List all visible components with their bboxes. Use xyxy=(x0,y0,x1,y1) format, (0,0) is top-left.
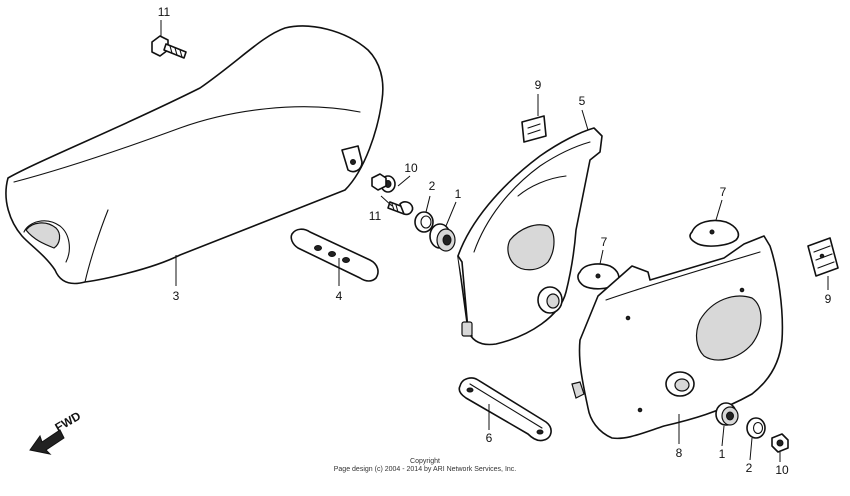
callout-1-left: 1 xyxy=(455,187,462,201)
callout-11-mid: 11 xyxy=(369,209,382,223)
callout-6: 6 xyxy=(486,431,493,445)
callout-2-right: 2 xyxy=(746,461,753,475)
copyright-line: Copyright xyxy=(410,458,440,465)
callout-9-top: 9 xyxy=(535,78,542,92)
part-10-bolt-right[interactable] xyxy=(771,433,789,453)
part-7-pad-right[interactable] xyxy=(689,219,740,247)
part-8-side-cover[interactable] xyxy=(571,235,784,440)
callout-3: 3 xyxy=(173,289,180,303)
callout-labels: 11 3 4 10 11 2 1 9 5 7 7 9 6 8 1 2 10 xyxy=(158,5,832,477)
callout-10-right: 10 xyxy=(775,463,789,477)
fwd-label: FWD xyxy=(53,409,84,435)
part-9-clip-top[interactable] xyxy=(521,115,547,143)
leader-lines xyxy=(160,20,829,462)
part-2-washer-right[interactable] xyxy=(746,417,766,439)
part-4-seat-bracket[interactable] xyxy=(290,228,379,282)
fwd-arrow: FWD xyxy=(29,409,84,455)
part-11-screw-mid[interactable] xyxy=(371,173,414,216)
callout-1-right: 1 xyxy=(719,447,726,461)
callout-8: 8 xyxy=(676,446,683,460)
part-6-strap[interactable] xyxy=(458,377,552,442)
part-1-grommet-left[interactable] xyxy=(429,223,456,252)
part-11-bolt-top[interactable] xyxy=(151,35,187,59)
callout-9-right: 9 xyxy=(825,292,832,306)
callout-2-left: 2 xyxy=(429,179,436,193)
part-9-clip-right[interactable] xyxy=(807,237,839,277)
callout-10-left: 10 xyxy=(404,161,418,175)
callout-4: 4 xyxy=(336,289,343,303)
callout-7-left: 7 xyxy=(601,235,608,249)
callout-7-right: 7 xyxy=(720,185,727,199)
part-2-washer-left[interactable] xyxy=(414,211,434,233)
part-5-side-cover[interactable] xyxy=(457,127,603,346)
callout-11-top: 11 xyxy=(158,5,171,19)
part-1-grommet-right[interactable] xyxy=(715,402,739,426)
part-3-seat[interactable] xyxy=(5,25,384,285)
callout-5: 5 xyxy=(579,94,586,108)
page-design-credit: Page design (c) 2004 - 2014 by ARI Netwo… xyxy=(333,466,517,473)
